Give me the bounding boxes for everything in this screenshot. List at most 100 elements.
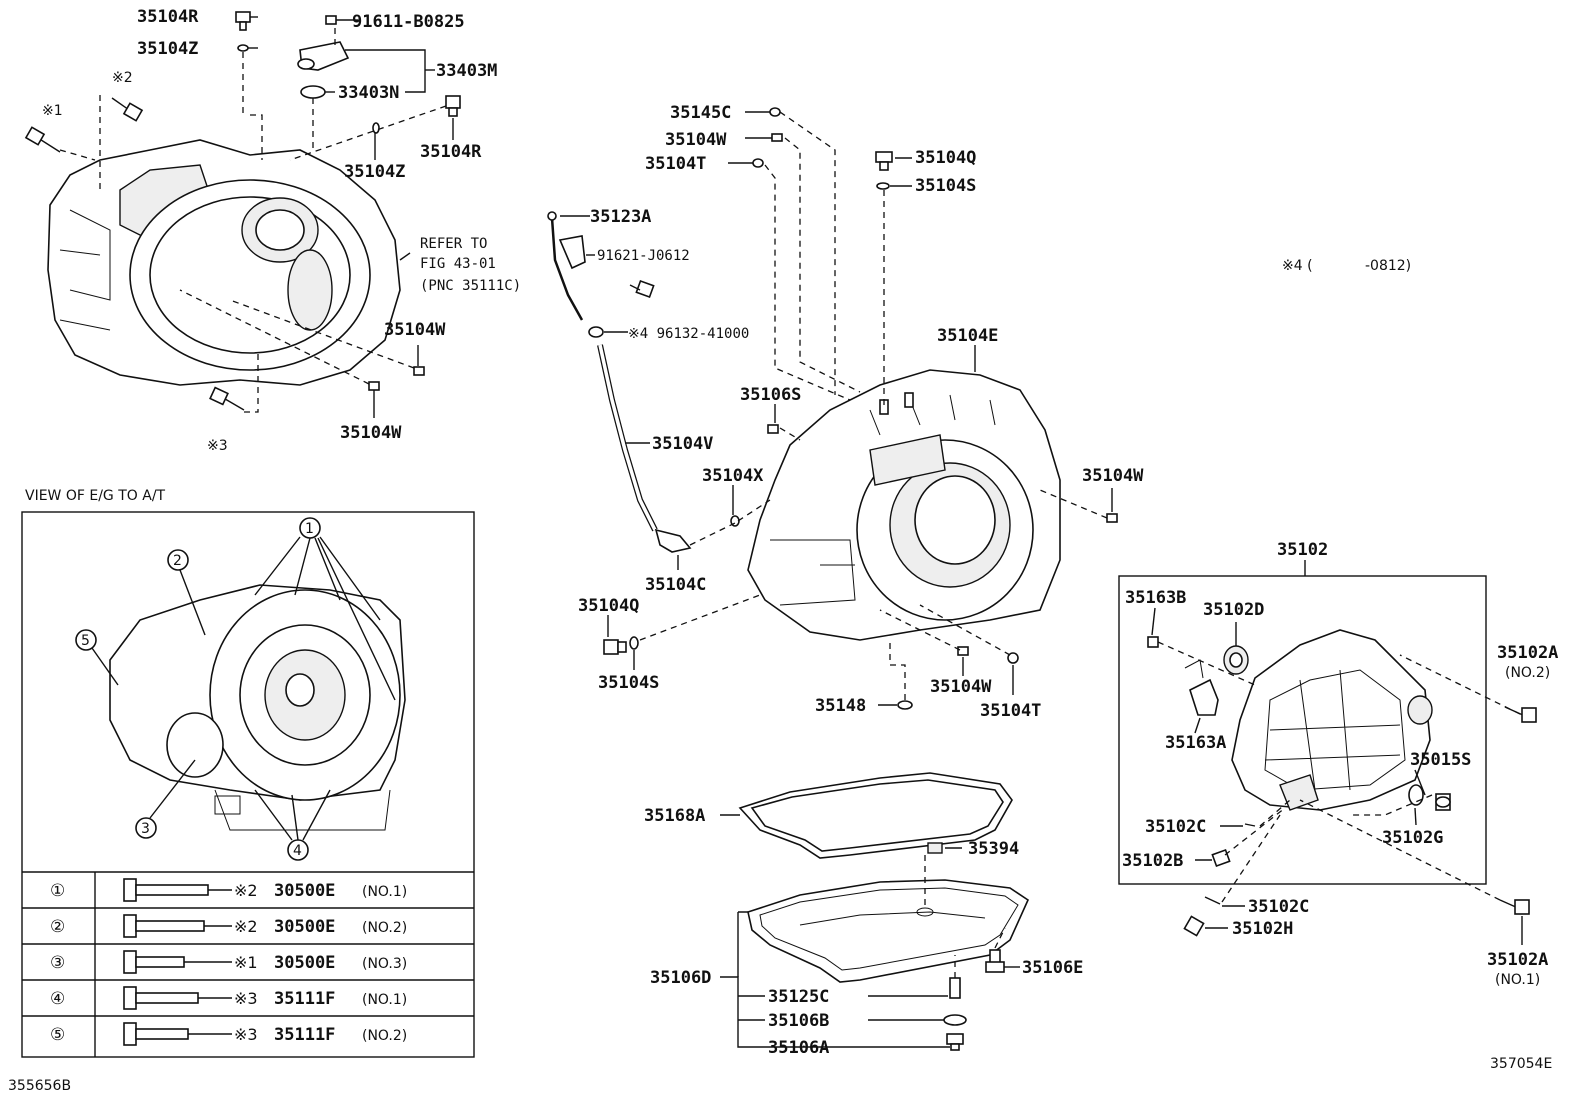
callout-3: 3 (135, 759, 196, 839)
extension-housing-frame (1118, 575, 1487, 885)
label-35104t-b: 35104T (980, 701, 1041, 721)
label-no1: (NO.1) (1495, 972, 1540, 988)
label-35123a: 35123A (590, 207, 651, 227)
oring-35104t-a (752, 158, 764, 168)
bolt-table-index: ④ (50, 989, 65, 1009)
label-33403m: 33403M (436, 61, 497, 81)
label-35168a: 35168A (644, 806, 705, 826)
label-35104s-a: 35104S (915, 176, 976, 196)
bolt-table-row: ④ ※3 35111F (NO.1) (50, 986, 407, 1010)
sensor-33403m (297, 41, 350, 71)
label-note3: ※3 (207, 438, 228, 454)
label-35104w-d: 35104W (1082, 466, 1144, 486)
label-35102c-a: 35102C (1145, 817, 1206, 837)
bolt-table (22, 871, 474, 1057)
bolt-shank-icon (135, 920, 205, 932)
bolt-table-index: ① (50, 881, 65, 901)
label-35104z-top: 35104Z (137, 39, 198, 59)
oring-35104s-b (629, 636, 639, 650)
label-35106d: 35106D (650, 968, 711, 988)
plug-35106a (946, 1033, 964, 1051)
plug-35104q-b (603, 639, 627, 655)
label-35106a: 35106A (768, 1038, 829, 1058)
label-35102: 35102 (1277, 540, 1328, 560)
bolt-table-index: ⑤ (50, 1025, 65, 1045)
bolt-table-no: (NO.2) (362, 920, 407, 936)
bolt-shank-icon (135, 884, 209, 896)
label-33403n: 33403N (338, 83, 399, 103)
pin-35102c-a (1244, 823, 1256, 827)
callout-2: 2 (167, 549, 206, 636)
transaxle-case-35104e (747, 369, 1061, 641)
pin-35104w-d (1106, 513, 1118, 523)
label-35104v: 35104V (652, 434, 713, 454)
bolt-table-part: 30500E (274, 881, 335, 901)
bolt-head-icon (123, 986, 137, 1010)
plug-35102b (1211, 848, 1231, 868)
svg-text:1: 1 (305, 521, 314, 537)
oring-33403n (300, 85, 326, 99)
label-35163b: 35163B (1125, 588, 1186, 608)
bolt-head-icon (123, 950, 137, 974)
bolt-table-note: ※2 (234, 917, 258, 936)
label-35102g: 35102G (1382, 828, 1443, 848)
label-35104q-a: 35104Q (915, 148, 976, 168)
callout-1: 1 (254, 517, 396, 701)
bolt-table-part: 35111F (274, 989, 335, 1009)
label-35104w-a: 35104W (384, 320, 446, 340)
oring-35145c (769, 107, 781, 117)
view-panel-housing (109, 584, 406, 831)
label-35125c: 35125C (768, 987, 829, 1007)
view-panel-title: VIEW OF E/G TO A/T (25, 488, 166, 504)
oil-pan-35106d (747, 879, 1030, 983)
bolt-head-icon (123, 1022, 137, 1046)
bolt-table-no: (NO.1) (362, 992, 407, 1008)
label-35163a: 35163A (1165, 733, 1226, 753)
oring-35104t-b (1007, 652, 1019, 664)
label-35104z-mid: 35104Z (344, 162, 405, 182)
label-35104t-a: 35104T (645, 154, 706, 174)
svg-text:3: 3 (141, 821, 150, 837)
label-35104w-b: 35104W (340, 423, 402, 443)
label-35104q-b: 35104Q (578, 596, 639, 616)
bolt-table-note: ※3 (234, 989, 258, 1008)
bolt-table-index: ② (50, 917, 65, 937)
label-note1-top: ※1 (42, 103, 63, 119)
oring-35104z-top (237, 44, 249, 52)
pin-35104w-c (771, 133, 783, 142)
label-35104e: 35104E (937, 326, 998, 346)
pin-35104w-b (368, 381, 380, 391)
label-refer-3: (PNC 35111C) (420, 278, 521, 294)
label-35106b: 35106B (768, 1011, 829, 1031)
svg-text:2: 2 (173, 553, 182, 569)
seal-35102g (1408, 784, 1424, 806)
bolt-note3 (209, 386, 245, 411)
magnet-35394 (927, 842, 943, 854)
bolt-35163b (1147, 636, 1159, 648)
plug-35104q-a (875, 151, 893, 171)
bolt-note2 (111, 97, 144, 122)
label-91621: 91621-J0612 (597, 248, 690, 264)
label-35104x: 35104X (702, 466, 764, 486)
label-35102h: 35102H (1232, 919, 1293, 939)
bolt-shank-icon (135, 992, 199, 1004)
pin-35106s (767, 424, 779, 434)
label-note4-b: -0812) (1365, 258, 1411, 274)
oring-35104z-mid (372, 122, 380, 134)
bolt-table-no: (NO.1) (362, 884, 407, 900)
bolt-shank-icon (135, 1028, 189, 1040)
view-panel-frame (21, 511, 475, 1058)
bolt-table-part: 30500E (274, 953, 335, 973)
label-35015s: 35015S (1410, 750, 1471, 770)
oring-35148 (897, 700, 913, 710)
label-35394: 35394 (968, 839, 1019, 859)
fitting-35104c (654, 528, 692, 553)
label-35106e: 35106E (1022, 958, 1083, 978)
label-35102c-b: 35102C (1248, 897, 1309, 917)
